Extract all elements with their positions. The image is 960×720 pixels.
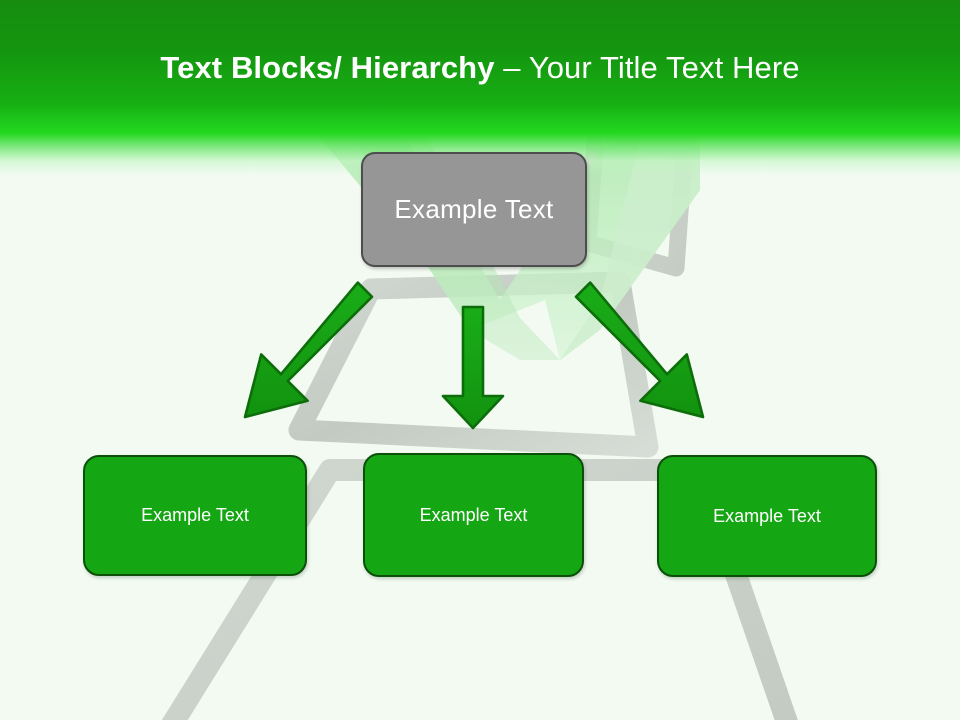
page-title-light: Your Title Text Here	[528, 50, 800, 85]
page-title-bold: Text Blocks/ Hierarchy	[160, 50, 504, 85]
node-root-example-text[interactable]: Example Text	[361, 152, 587, 267]
page-title: Text Blocks/ Hierarchy – Your Title Text…	[0, 48, 960, 88]
node-child-1[interactable]: Example Text	[83, 455, 307, 576]
node-child-1-label: Example Text	[141, 505, 249, 525]
arrow-root-to-child-1	[243, 281, 374, 419]
arrow-root-to-child-3	[574, 281, 705, 419]
node-root-label: Example Text	[394, 194, 554, 224]
node-child-2-label: Example Text	[419, 504, 528, 525]
node-child-3-label: Example Text	[713, 505, 821, 526]
slide-header-band	[0, 0, 960, 175]
arrow-root-to-child-2	[441, 305, 505, 430]
node-child-2[interactable]: Example Text	[363, 453, 584, 577]
node-child-3[interactable]: Example Text	[657, 455, 877, 577]
page-title-dash: –	[503, 50, 529, 85]
